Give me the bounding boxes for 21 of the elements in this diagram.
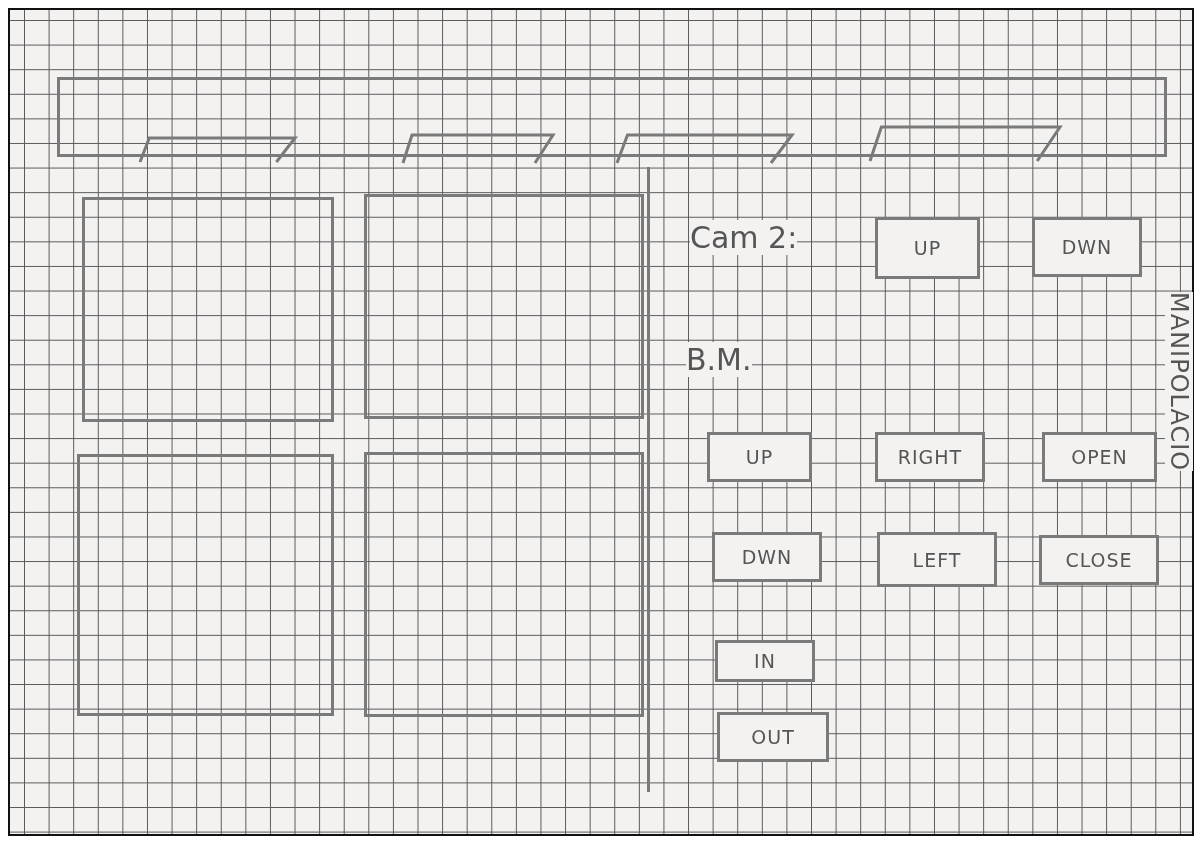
panel-outline — [77, 454, 334, 716]
panel-outline — [364, 452, 644, 717]
button: UP — [707, 432, 812, 482]
tab-outline — [140, 138, 295, 162]
tab-outline — [403, 135, 553, 163]
field-label: B.M. — [686, 342, 752, 377]
panel-outline — [364, 194, 644, 419]
button: UP — [875, 217, 980, 279]
field-label: Cam 2: — [690, 220, 798, 255]
button: IN — [715, 640, 815, 682]
tab-outline — [870, 127, 1060, 161]
button: CLOSE — [1039, 535, 1159, 585]
section-heading: MANIPOLACIO — [1165, 292, 1193, 472]
tab-outline — [617, 135, 792, 163]
button: DWN — [1032, 217, 1142, 277]
button: RIGHT — [875, 432, 985, 482]
button: OPEN — [1042, 432, 1157, 482]
button: DWN — [712, 532, 822, 582]
button: OUT — [717, 712, 829, 762]
panel-outline — [82, 197, 334, 422]
button: LEFT — [877, 532, 997, 587]
